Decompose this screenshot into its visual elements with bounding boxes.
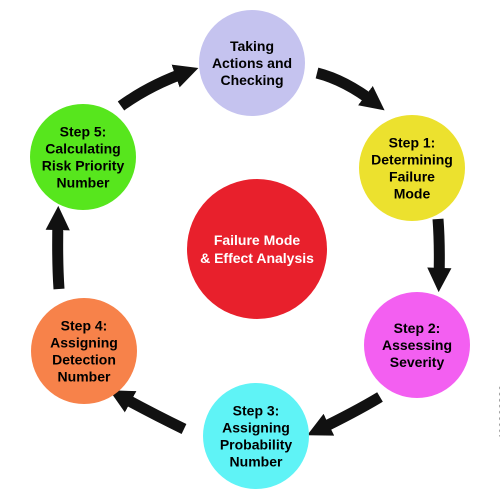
node-text-line: Assigning [50, 334, 118, 350]
node-text-line: & Effect Analysis [200, 250, 314, 266]
node-circle [359, 115, 465, 221]
arrow-step2-to-step3 [307, 392, 383, 436]
arrow-step5-to-top [117, 64, 199, 111]
arrow-step4-to-step5 [45, 205, 70, 290]
center-circle [187, 179, 327, 319]
cycle-arrows [45, 64, 452, 436]
node-text-line: Determining [371, 151, 453, 167]
node-circle [31, 298, 137, 404]
arrow-top-to-step1 [315, 67, 385, 111]
node-text-line: Detection [52, 351, 116, 367]
node-text-line: Step 4: [61, 317, 108, 333]
node-text-line: Taking [230, 38, 274, 54]
node-text-line: Step 2: [394, 320, 441, 336]
node-text-line: Number [58, 368, 111, 384]
node-text-line: Failure [389, 168, 435, 184]
arrow-step1-to-step2 [427, 218, 452, 293]
node-text-line: Mode [394, 185, 431, 201]
node-circle [30, 104, 136, 210]
node-text-line: Step 3: [233, 402, 280, 418]
node-text-line: Assessing [382, 337, 452, 353]
node-text-line: Step 1: [389, 134, 436, 150]
node-text-line: Actions and [212, 55, 292, 71]
node-text-line: Number [57, 174, 110, 190]
node-text-line: Severity [390, 354, 445, 370]
arrow-step3-to-step4 [109, 390, 187, 434]
node-text-line: Risk Priority [42, 157, 125, 173]
node-text-line: Assigning [222, 419, 290, 435]
node-circle [364, 292, 470, 398]
center-node: Failure Mode & Effect Analysis [187, 179, 327, 319]
node-circle [199, 10, 305, 116]
node-text-line: Step 5: [60, 123, 107, 139]
node-text-line: Calculating [45, 140, 120, 156]
node-text-line: Probability [220, 436, 293, 452]
node-text-line: Checking [220, 72, 283, 88]
node-circle [203, 383, 309, 489]
node-text-line: Number [230, 453, 283, 469]
node-text-line: Failure Mode [214, 232, 301, 248]
